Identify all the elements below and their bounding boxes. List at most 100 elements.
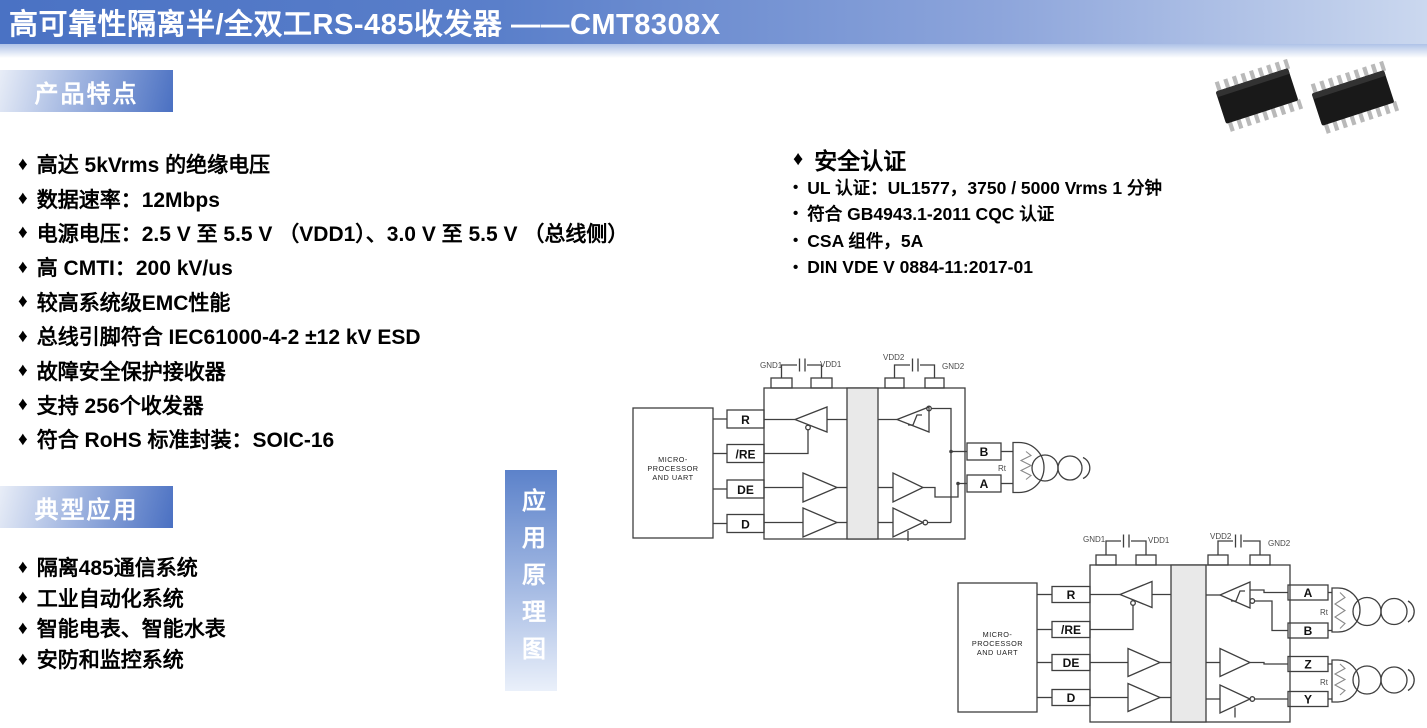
- feature-list: ♦ 高达 5kVrms 的绝缘电压 ♦数据速率：12Mbps ♦电源电压：2.5 …: [18, 147, 628, 457]
- d1-pin-de: DE: [737, 483, 754, 497]
- diamond-bullet-icon: ♦: [18, 556, 28, 578]
- mcu-block: [632, 407, 714, 539]
- diamond-bullet-icon: ♦: [18, 648, 28, 670]
- d2-mcu-text: PROCESSOR: [972, 639, 1023, 648]
- safety-text: CSA 组件，5A: [807, 230, 924, 251]
- full-duplex-application-diagram: GND1 VDD1 VDD2 GND2 MICRO- PROCESSOR AND…: [957, 532, 1415, 723]
- driver-enable-triangle: [1127, 647, 1162, 678]
- safety-item: • 符合 GB4943.1-2011 CQC 认证: [793, 201, 1162, 228]
- d2-label-vdd1: VDD1: [1148, 536, 1170, 545]
- banner-fade: [0, 44, 1427, 58]
- page-title: 高可靠性隔离半/全双工RS-485收发器 ——CMT8308X: [9, 9, 721, 41]
- d2-label-gnd1: GND1: [1083, 535, 1106, 544]
- half-duplex-application-diagram: GND1 VDD1 VDD2 GND2 MICRO- PROCESSOR AND…: [632, 353, 1091, 541]
- d2-mcu-text: AND UART: [977, 648, 1018, 657]
- chip-illustration: [1214, 58, 1400, 134]
- driver-triangle: [1127, 682, 1162, 713]
- d1-pin-a: A: [980, 477, 989, 491]
- receiver-triangle: [793, 406, 828, 433]
- feature-item: ♦数据速率：12Mbps: [18, 181, 628, 215]
- bus-driver-triangle: [1219, 683, 1252, 715]
- d2-pin-y: Y: [1304, 693, 1312, 707]
- application-item: ♦ 隔离485通信系统: [18, 552, 226, 583]
- diamond-bullet-icon: ♦: [18, 325, 28, 347]
- d2-label-vdd2: VDD2: [1210, 532, 1232, 541]
- termination-resistor: [1019, 451, 1033, 480]
- chip-2: [1310, 60, 1400, 134]
- d2-pin-a: A: [1304, 586, 1313, 600]
- feature-text: 支持 256个收发器: [36, 394, 204, 418]
- d1-mcu-text: PROCESSOR: [647, 464, 698, 473]
- bus-driver-triangle: [892, 471, 925, 504]
- termination-resistor: [1333, 663, 1347, 696]
- application-item: ♦ 安防和监控系统: [18, 644, 226, 675]
- dot-bullet-icon: •: [793, 231, 799, 249]
- driver-enable-triangle: [802, 472, 839, 503]
- d2-label-gnd2: GND2: [1268, 539, 1291, 548]
- isolation-barrier: [1170, 564, 1207, 723]
- application-item: ♦智能电表、智能水表: [18, 613, 226, 644]
- termination-resistor: [1333, 592, 1347, 629]
- twisted-pair-symbol: [1031, 454, 1059, 482]
- feature-text: 总线引脚符合 IEC61000-4-2 ±12 kV ESD: [36, 326, 421, 350]
- page-title-banner: 高可靠性隔离半/全双工RS-485收发器 ——CMT8308X: [0, 0, 1427, 44]
- d1-label-gnd2: GND2: [942, 362, 965, 371]
- d1-pin-re: /RE: [735, 448, 755, 462]
- safety-text: 符合 GB4943.1-2011 CQC 认证: [807, 204, 1055, 225]
- driver-triangle: [802, 507, 839, 538]
- dot-bullet-icon: •: [793, 258, 799, 276]
- safety-item: •UL 认证：UL1577，3750 / 5000 Vrms 1 分钟: [793, 174, 1162, 201]
- diamond-bullet-icon: ♦: [18, 394, 28, 416]
- d1-pin-d: D: [741, 518, 750, 532]
- d1-pin-r: R: [741, 413, 750, 427]
- d2-mcu-text: MICRO-: [983, 630, 1013, 639]
- diamond-bullet-icon: ♦: [793, 147, 804, 170]
- receiver-triangle: [1118, 580, 1153, 609]
- application-text: 工业自动化系统: [36, 587, 184, 611]
- isolation-barrier: [846, 387, 879, 540]
- section-schematic-tab: 应用原理图: [505, 470, 557, 691]
- d1-mcu-text: AND UART: [652, 473, 693, 482]
- bus-receiver-triangle: [895, 406, 930, 433]
- cable-terminator: [1331, 659, 1360, 703]
- d1-label-gnd1: GND1: [760, 361, 783, 370]
- feature-item: ♦ 符合 RoHS 标准封装：SOIC-16: [18, 422, 628, 456]
- feature-item: ♦电源电压：2.5 V 至 5.5 V （VDD1）、3.0 V 至 5.5 V…: [18, 216, 628, 250]
- safety-item: • CSA 组件，5A: [793, 227, 1162, 254]
- diamond-bullet-icon: ♦: [18, 188, 28, 210]
- hysteresis-symbol: [1231, 590, 1245, 602]
- dot-bullet-icon: •: [793, 205, 799, 223]
- diamond-bullet-icon: ♦: [18, 153, 28, 175]
- d1-label-vdd2: VDD2: [883, 353, 905, 362]
- feature-item: ♦高 CMTI：200 kV/us: [18, 250, 628, 284]
- application-item: ♦工业自动化系统: [18, 583, 226, 614]
- cable-terminator: [1012, 441, 1045, 494]
- d1-label-vdd1: VDD1: [820, 360, 842, 369]
- application-text: 智能电表、智能水表: [36, 618, 226, 642]
- feature-text: 符合 RoHS 标准封装：SOIC-16: [36, 429, 335, 453]
- feature-text: 高 CMTI：200 kV/us: [36, 257, 233, 281]
- section-applications-label: 典型应用: [0, 486, 173, 528]
- feature-item: ♦较高系统级EMC性能: [18, 285, 628, 319]
- dot-bullet-icon: •: [793, 178, 799, 196]
- feature-text: 故障安全保护接收器: [36, 360, 226, 384]
- d2-pin-de: DE: [1063, 656, 1080, 670]
- application-text: 安防和监控系统: [36, 649, 184, 673]
- twisted-pair-symbol: [1352, 596, 1382, 627]
- feature-text: 较高系统级EMC性能: [36, 291, 231, 315]
- bus-receiver-triangle: [1218, 581, 1251, 609]
- cable-terminator: [1331, 587, 1361, 633]
- application-text: 隔离485通信系统: [36, 557, 198, 581]
- feature-text: 高达 5kVrms 的绝缘电压: [36, 154, 271, 178]
- soic-package-image: [1195, 56, 1420, 134]
- safety-title-row: ♦ 安全认证: [793, 143, 1162, 174]
- d2-pin-r: R: [1067, 588, 1076, 602]
- diamond-bullet-icon: ♦: [18, 222, 28, 244]
- d2-pin-d: D: [1067, 691, 1076, 705]
- diamond-bullet-icon: ♦: [18, 360, 28, 382]
- diamond-bullet-icon: ♦: [18, 428, 28, 450]
- mcu-block: [957, 582, 1038, 713]
- chip-1: [1214, 58, 1304, 132]
- d2-pin-re: /RE: [1061, 623, 1081, 637]
